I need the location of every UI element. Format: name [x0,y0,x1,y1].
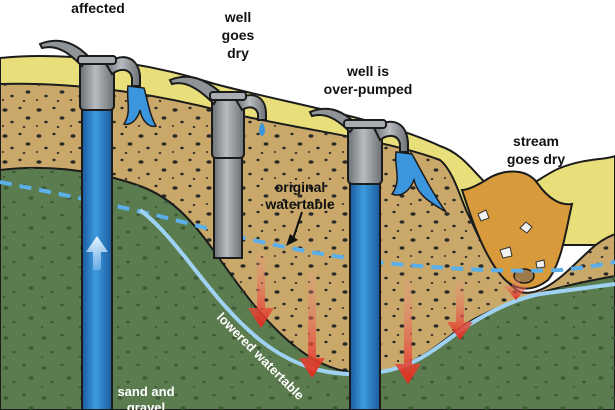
dry-stream-bed [460,170,574,290]
label-well-goes-dry-3: dry [227,45,249,61]
label-over-pumped-2: over-pumped [324,81,413,97]
label-over-pumped-1: well is [346,63,389,79]
aquifer-pebbles [0,167,615,410]
well-over-pumped [308,107,447,410]
down-arrow-icon [504,278,528,300]
down-arrow-icon [248,252,274,328]
down-arrow-icon [299,272,325,378]
hand-pump-icon [308,107,409,185]
well-overpumped-casing [349,181,381,410]
water-splash-icon [122,85,158,128]
label-stream-1: stream [513,133,559,149]
lowered-watertable-line [138,208,615,377]
label-original-2: watertable [264,196,334,212]
down-arrow-icon [447,280,473,340]
label-sand-1: sand and [117,384,174,399]
pointer-arrow-head [286,234,298,246]
hand-pump-icon [38,39,141,111]
hand-pump-icon [168,75,267,159]
well-dry-casing [213,155,243,259]
label-sand-2: gravel [127,400,165,410]
label-stream-2: goes dry [507,151,566,167]
stream-rocks [477,209,546,269]
label-affected: affected [71,0,125,16]
label-well-goes-dry-2: goes [222,27,255,43]
water-splash-icon [390,151,447,213]
label-original-1: original [275,179,326,195]
water-drip-icon [259,122,265,136]
label-well-goes-dry-1: well [224,9,251,25]
well-goes-dry [168,75,267,259]
drawdown-arrows [248,252,528,384]
down-arrow-icon [395,278,421,384]
up-arrow-icon [86,236,108,270]
well-affected [38,39,158,410]
